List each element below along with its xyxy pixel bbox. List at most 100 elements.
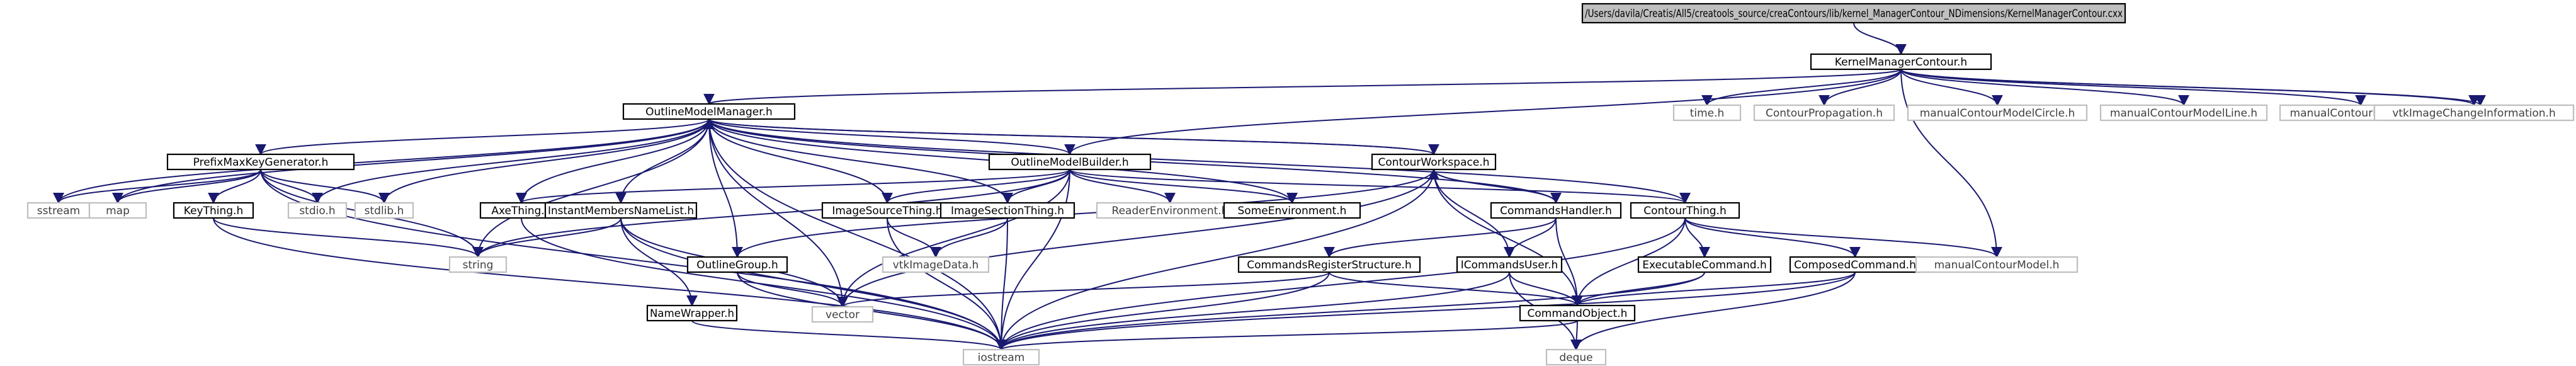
- node-prefixmaxkeygenerator-h[interactable]: PrefixMaxKeyGenerator.h: [166, 153, 355, 171]
- node-box: [1237, 256, 1421, 273]
- edge-ctt-to-iostream: [996, 217, 1686, 351]
- node-label: map: [106, 205, 130, 217]
- node-kernelmanagercontour-h[interactable]: KernelManagerContour.h: [1810, 53, 1992, 71]
- node-label: ReaderEnvironment.h: [1112, 205, 1228, 217]
- node-label: ImageSectionThing.h: [951, 205, 1064, 217]
- node-contourthing-h[interactable]: ContourThing.h: [1630, 202, 1740, 219]
- node-composedcommand-h[interactable]: ComposedCommand.h: [1789, 256, 1921, 273]
- node-box: [287, 202, 348, 219]
- node-label: OutlineGroup.h: [696, 259, 778, 272]
- node-manualcontourmodelcircle-h: manualContourModelCircle.h: [1907, 104, 2088, 122]
- edge-cws-to-cmdobj: [1433, 169, 1583, 307]
- node-box: [1096, 202, 1244, 219]
- edge-omm-to-sstream: [53, 118, 710, 204]
- node-box: [173, 202, 254, 219]
- node-label: deque: [1559, 352, 1592, 364]
- edge-omb-to-omm: [703, 118, 1070, 155]
- edge-pmkg-to-map: [112, 169, 261, 204]
- edge-imnl-to-iostream: [620, 217, 1007, 351]
- node-imagesectionthing-h[interactable]: ImageSectionThing.h: [939, 202, 1075, 219]
- node-executablecommand-h[interactable]: ExecutableCommand.h: [1637, 256, 1772, 273]
- node-map: map: [88, 202, 147, 219]
- edge-kmc-to-mcmr: [1900, 69, 2366, 106]
- node-box: [448, 256, 508, 273]
- edge-omm-to-stdlib: [378, 118, 710, 204]
- node-someenvironment-h[interactable]: SomeEnvironment.h: [1223, 202, 1361, 219]
- edge-cws-to-ogrp: [732, 169, 1434, 258]
- node-label: ImageSourceThing.h: [832, 205, 942, 217]
- edge-pmkg-to-stdlib: [260, 169, 390, 204]
- edge-pmkg-to-sstream: [53, 169, 261, 204]
- node-iostream: iostream: [962, 348, 1040, 366]
- edge-chand-to-cws: [1428, 168, 1557, 203]
- edge-kmc-to-mcml: [1900, 69, 2189, 106]
- node-commandshandler-h[interactable]: CommandsHandler.h: [1490, 202, 1622, 219]
- node-box: [1753, 104, 1895, 122]
- edge-ist-to-iostream: [887, 217, 1007, 351]
- node-label: manualContourModelLine.h: [2110, 107, 2257, 120]
- edge-imnl-to-string: [472, 217, 621, 258]
- edge-kmc-to-mcm: [1900, 69, 2002, 258]
- node-box: [1672, 104, 1742, 122]
- node-keything-h[interactable]: KeyThing.h: [173, 202, 254, 219]
- edge-cws-to-iostream: [996, 169, 1434, 351]
- node-outlinemodelmanager-h[interactable]: OutlineModelManager.h: [622, 103, 796, 120]
- node-box: [686, 256, 788, 273]
- node-label: NameWrapper.h: [650, 307, 734, 320]
- edge-nw-to-iostream: [691, 320, 1007, 351]
- node-readerenvironment-h: ReaderEnvironment.h: [1096, 202, 1244, 219]
- node-outlinegroup-h[interactable]: OutlineGroup.h: [686, 256, 788, 273]
- edge-cws-to-icu: [1433, 169, 1515, 258]
- edge-keything-to-string: [213, 217, 484, 258]
- node-box: [1490, 202, 1622, 219]
- edge-ctt-to-compcmd: [1684, 217, 1861, 258]
- edge-omb-to-iostream: [996, 169, 1070, 351]
- edge-isect-to-vtkid: [930, 217, 1008, 258]
- node-namewrapper-h[interactable]: NameWrapper.h: [646, 304, 738, 322]
- node-icommandsuser-h[interactable]: ICommandsUser.h: [1456, 256, 1563, 273]
- edge-omm-to-string: [472, 118, 710, 258]
- edge-omm-to-isect: [708, 118, 1013, 204]
- edge-omb-to-ctt: [1069, 169, 1691, 204]
- edge-omm-to-pmkg: [255, 118, 710, 156]
- node-box: [544, 202, 698, 219]
- node-imagesourcething-h[interactable]: ImageSourceThing.h: [821, 202, 953, 219]
- node-string: string: [448, 256, 508, 273]
- node-layer: /Users/davila/Creatis/All5/creatools_sou…: [26, 3, 2575, 366]
- node-box: [1637, 256, 1772, 273]
- node-manualcontourmodel-h: manualContourModel.h: [1915, 256, 2079, 273]
- node-box: [1456, 256, 1563, 273]
- edge-crs-to-vector: [837, 272, 1330, 308]
- node-contourworkspace-h[interactable]: ContourWorkspace.h: [1371, 153, 1497, 171]
- edge-cmdobj-to-deque: [1570, 320, 1582, 351]
- edge-omb-to-string: [472, 169, 1070, 258]
- node-users-davila-creatis-all5-creatools-source-creacontours-lib-kernel-managercontour-ndimensions-kernelmanagercontour-cxx[interactable]: /Users/davila/Creatis/All5/creatools_sou…: [1581, 3, 2126, 24]
- edge-compcmd-to-iostream: [996, 272, 1856, 351]
- node-label: CommandsRegisterStructure.h: [1247, 259, 1411, 272]
- node-commandobject-h[interactable]: CommandObject.h: [1519, 304, 1636, 322]
- edge-crs-to-cmdobj: [1329, 272, 1583, 307]
- node-box: [1789, 256, 1921, 273]
- node-label: InstantMembersNameList.h: [548, 205, 694, 217]
- edge-omb-to-vector: [837, 169, 1070, 308]
- edge-omm-to-ctt: [708, 118, 1691, 204]
- edge-kmc-to-mcmc: [1900, 69, 2003, 106]
- node-instantmembersnamelist-h[interactable]: InstantMembersNameList.h: [544, 202, 698, 219]
- node-label: CommandsHandler.h: [1500, 205, 1612, 217]
- node-label: sstream: [37, 205, 80, 217]
- edge-icu-to-iostream: [996, 272, 1510, 351]
- edge-compcmd-to-cmdobj: [1572, 272, 1856, 307]
- node-label: iostream: [978, 352, 1025, 364]
- edge-omm-to-axe: [516, 118, 710, 204]
- edge-omm-to-ist: [708, 118, 893, 204]
- edge-kmc-to-timeh: [1701, 69, 1902, 106]
- node-box: [1371, 153, 1497, 171]
- edge-pmkg-to-stdio: [260, 169, 323, 204]
- edge-keything-to-iostream: [213, 217, 1007, 351]
- edge-chand-to-icu: [1504, 217, 1557, 258]
- node-vtkimagechangeinformation-h: vtkImageChangeInformation.h: [2373, 104, 2575, 122]
- node-label: ContourWorkspace.h: [1378, 156, 1490, 169]
- node-commandsregisterstructure-h[interactable]: CommandsRegisterStructure.h: [1237, 256, 1421, 273]
- node-outlinemodelbuilder-h[interactable]: OutlineModelBuilder.h: [988, 153, 1152, 171]
